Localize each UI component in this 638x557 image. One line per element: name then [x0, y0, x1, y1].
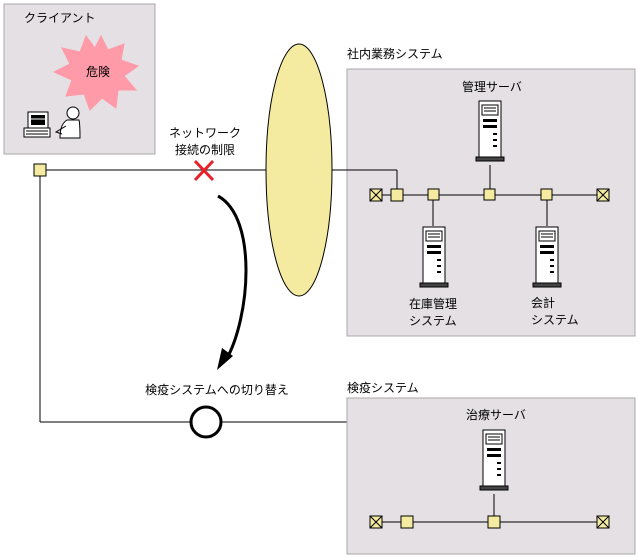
client-title: クライアント — [24, 11, 96, 25]
restriction-label-2: 接続の制限 — [175, 142, 235, 157]
client-group: クライアント 危険 — [3, 3, 156, 155]
network-node — [483, 188, 496, 201]
intranet-title: 社内業務システム — [347, 46, 443, 61]
inventory-server-icon — [419, 226, 449, 288]
quarantine-group: 検疫システム 治療サーバ — [346, 380, 636, 555]
inventory-label-1: 在庫管理 — [409, 296, 457, 311]
client-port-node — [33, 163, 47, 177]
switchover-arrow — [217, 194, 248, 361]
terminator-icon — [596, 188, 610, 202]
client-pc-user-icon — [23, 106, 81, 139]
terminator-icon — [369, 188, 383, 202]
network-node — [390, 188, 404, 202]
network-node — [427, 188, 440, 201]
mgmt-server-label: 管理サーバ — [462, 79, 522, 94]
treatment-server-label: 治療サーバ — [466, 408, 526, 422]
accounting-server-icon — [532, 226, 562, 288]
inventory-label-2: システム — [409, 314, 457, 328]
blocked-cross-icon — [193, 159, 215, 182]
accounting-label-1: 会計 — [531, 295, 555, 310]
intranet-group: 社内業務システム 管理サーバ 在庫管理 システム 会計 システム — [346, 46, 636, 337]
danger-badge: 危険 — [86, 65, 110, 79]
treatment-server-icon — [479, 429, 509, 491]
network-node — [487, 515, 501, 529]
restriction-label-1: ネットワーク — [169, 126, 241, 140]
terminator-icon — [596, 515, 610, 529]
allowed-circle-icon — [189, 405, 223, 439]
accounting-label-2: システム — [531, 313, 579, 327]
firewall-ellipse — [265, 43, 333, 297]
terminator-icon — [369, 515, 383, 529]
network-node — [400, 515, 414, 529]
arrowhead-icon — [217, 348, 233, 370]
quarantine-title: 検疫システム — [347, 380, 419, 395]
switchover-label: 検疫システムへの切り替え — [145, 382, 289, 397]
network-node — [540, 188, 553, 201]
mgmt-server-icon — [475, 100, 505, 162]
danger-burst-icon: 危険 — [52, 34, 140, 111]
